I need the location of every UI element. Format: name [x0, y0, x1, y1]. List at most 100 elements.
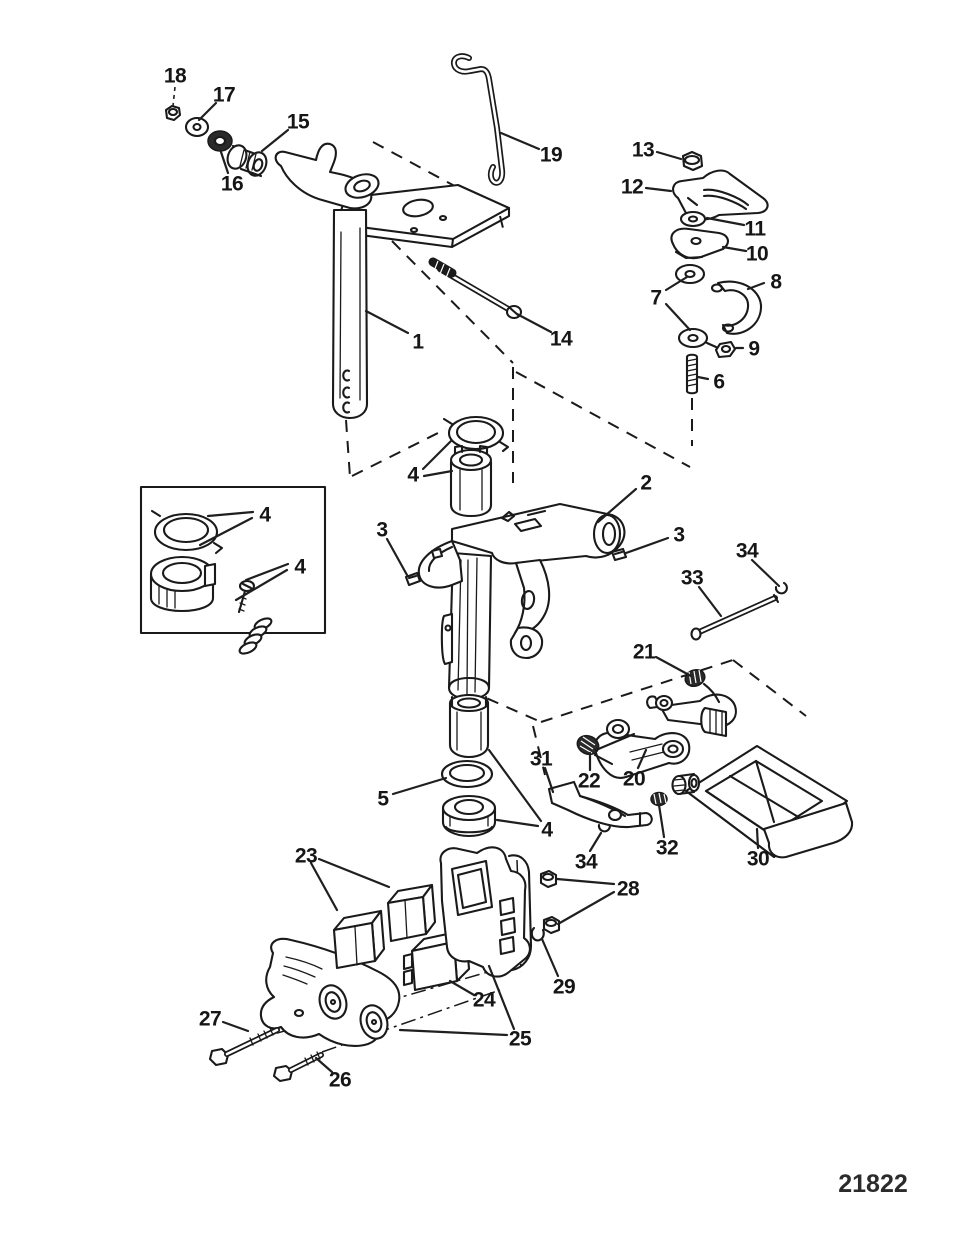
callout-label-30: 30 — [747, 848, 769, 871]
lower-bushing-stack-drawing — [440, 693, 497, 838]
callout-label-24: 24 — [473, 989, 496, 1012]
bushing-sleeve-4 — [448, 701, 490, 759]
callout-label-5: 5 — [377, 788, 389, 811]
callout-leader-16 — [219, 150, 230, 175]
callout-label-4: 4 — [259, 504, 271, 527]
callout-leader-4 — [206, 510, 255, 518]
callout-leader-19 — [499, 131, 541, 151]
callout-leader-4 — [421, 439, 453, 471]
callout-leader-12 — [644, 186, 673, 193]
steering-arm-hardware-drawing — [164, 104, 268, 178]
callout-leader-4 — [234, 568, 289, 602]
callout-label-15: 15 — [287, 111, 310, 134]
drawing-number: 21822 — [838, 1170, 908, 1198]
callout-leader-4 — [487, 748, 543, 823]
inset-border — [139, 485, 327, 635]
callout-leader-25 — [487, 964, 516, 1031]
callout-label-23: 23 — [295, 845, 317, 868]
callout-leader-7 — [664, 302, 692, 332]
callout-leader-17 — [197, 101, 218, 122]
assembly-guide-lines — [345, 141, 807, 776]
lower-mount-assembly-drawing — [208, 846, 561, 1083]
callout-leader-20 — [636, 748, 648, 770]
callout-label-4: 4 — [294, 556, 306, 579]
callout-label-12: 12 — [621, 176, 643, 199]
callout-leader-28 — [556, 890, 616, 926]
callout-leader-1 — [364, 309, 410, 335]
callout-leader-11 — [705, 216, 746, 227]
callout-label-4: 4 — [407, 464, 419, 487]
tilt-rod-drawing — [450, 53, 506, 186]
callout-label-34: 34 — [575, 851, 598, 874]
inset-seal-ring — [153, 512, 219, 552]
callout-label-14: 14 — [550, 328, 573, 351]
callout-leader-18 — [172, 86, 176, 107]
swivel-bracket-drawing — [404, 415, 628, 701]
callout-leader-4 — [422, 469, 454, 478]
pivot-pin-drawing — [597, 581, 788, 833]
clip-29 — [530, 926, 545, 942]
bolt-27-head — [208, 1047, 230, 1067]
callout-label-6: 6 — [713, 371, 724, 394]
callout-label-13: 13 — [632, 139, 654, 162]
swivel-bracket-right-strut — [513, 558, 551, 635]
callout-label-19: 19 — [540, 144, 562, 167]
callout-leader-25 — [398, 1028, 509, 1037]
washer-17 — [184, 116, 210, 138]
pivot-bolt-drawing — [428, 257, 523, 320]
callout-label-16: 16 — [221, 173, 243, 196]
callout-leader-14 — [515, 312, 553, 334]
washer-7b — [677, 327, 709, 349]
callout-leader-23 — [309, 861, 339, 912]
callout-label-7: 7 — [650, 287, 661, 310]
callout-leader-29 — [540, 937, 560, 978]
callout-leader-13 — [655, 150, 683, 161]
clip-34-top — [774, 581, 788, 595]
clip-3-left — [404, 571, 422, 587]
callout-label-31: 31 — [530, 748, 553, 771]
callout-label-1: 1 — [412, 331, 424, 354]
bushing-4-upper — [449, 448, 493, 472]
callout-leader-5 — [391, 776, 448, 796]
callout-label-10: 10 — [746, 243, 768, 266]
callout-leader-30 — [755, 827, 760, 850]
callout-label-21: 21 — [633, 641, 656, 664]
callout-leader-15 — [260, 128, 290, 153]
washer-11 — [679, 210, 707, 228]
callout-leader-24 — [448, 979, 476, 997]
callout-leader-28 — [555, 877, 616, 886]
callout-leader-2 — [596, 487, 638, 524]
callout-label-25: 25 — [509, 1028, 532, 1051]
callout-leader-4 — [198, 516, 254, 547]
callout-leader-23 — [317, 857, 391, 889]
callout-label-2: 2 — [640, 472, 651, 495]
callout-label-4: 4 — [541, 819, 553, 842]
callout-label-29: 29 — [553, 976, 575, 999]
callout-leader-3 — [624, 536, 670, 555]
callout-label-11: 11 — [744, 218, 766, 241]
steering-arm-assembly-drawing — [274, 142, 511, 420]
callout-label-32: 32 — [656, 837, 678, 860]
callout-leader-21 — [654, 655, 693, 678]
bolt-9 — [714, 340, 737, 359]
callout-leader-6 — [696, 375, 710, 381]
callout-label-28: 28 — [617, 878, 640, 901]
callout-leader-26 — [314, 1056, 334, 1074]
callout-leader-10 — [721, 245, 748, 253]
callout-leader-33 — [697, 585, 723, 618]
pin-33-end — [690, 627, 702, 641]
callout-label-33: 33 — [681, 567, 703, 590]
callout-label-18: 18 — [164, 65, 187, 88]
bracket-8 — [716, 280, 763, 335]
callout-label-26: 26 — [329, 1069, 351, 1092]
callout-leader-4 — [495, 818, 540, 828]
swivel-bracket-left-arm — [417, 539, 464, 589]
callout-label-9: 9 — [748, 338, 759, 361]
swivel-bracket-top-plate — [450, 502, 626, 565]
callout-label-3: 3 — [673, 524, 684, 547]
callout-leader-34 — [750, 558, 781, 588]
callout-label-3: 3 — [376, 519, 387, 542]
